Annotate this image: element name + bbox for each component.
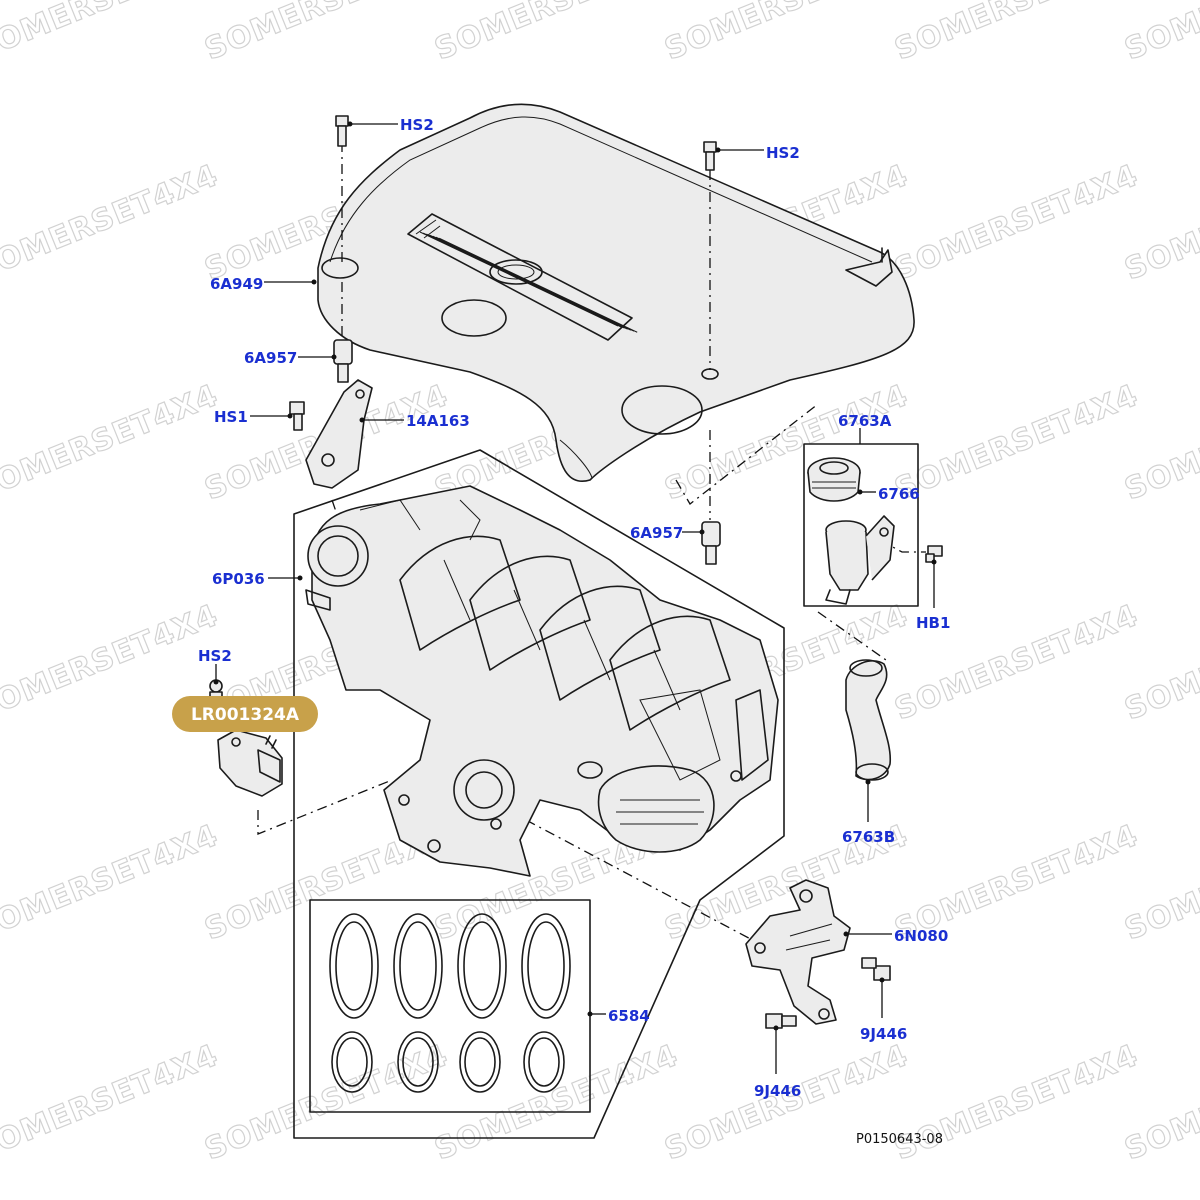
callout-6a957-upper[interactable]: 6A957 (244, 349, 297, 367)
callout-6a949[interactable]: 6A949 (210, 275, 263, 293)
watermark-text: SOMERSET4X4 (660, 1038, 913, 1167)
gasket-ring-small (459, 1031, 501, 1093)
gasket-ring-small (397, 1031, 439, 1093)
gasket-ring-small (331, 1031, 373, 1093)
watermark-text: SOMERSET4X4 (0, 818, 223, 947)
watermark-text: SOMERSET4X4 (0, 1038, 223, 1167)
engine-cover[interactable] (317, 103, 915, 482)
drawing-code: P0150643-08 (856, 1132, 943, 1147)
callout-hs2-top-left[interactable]: HS2 (400, 116, 434, 134)
callout-14a163[interactable]: 14A163 (406, 412, 470, 430)
watermark-text: SOMERSET4X4 (890, 158, 1143, 287)
bolt-hb1[interactable] (925, 545, 943, 563)
callout-9j446-left[interactable]: 9J446 (754, 1082, 801, 1100)
gasket-ring-large (329, 913, 379, 1019)
watermark-text: SOMERSET4X4 (1120, 0, 1200, 67)
gasket-ring-small (336, 1037, 368, 1087)
callout-hs1[interactable]: HS1 (214, 408, 248, 426)
callout-labels: HS2 HS2 6A949 6A957 HS1 14A163 6763A 676… (198, 116, 950, 1100)
map-sensor-lr001324a[interactable] (217, 729, 283, 797)
watermark-text: SOMERSET4X4 (890, 378, 1143, 507)
gasket-ring-large (463, 921, 501, 1011)
badge-part-number: LR001324A (191, 705, 300, 725)
callout-hs2-top-right[interactable]: HS2 (766, 144, 800, 162)
gasket-ring-small (402, 1037, 434, 1087)
watermark-text: SOMERSET4X4 (890, 1038, 1143, 1167)
callout-6a957-lower[interactable]: 6A957 (630, 524, 683, 542)
bolt-9j446-right[interactable] (861, 957, 891, 981)
callout-6766[interactable]: 6766 (878, 485, 920, 503)
callout-6584[interactable]: 6584 (608, 1007, 650, 1025)
stud-6a957-lower[interactable] (701, 521, 721, 565)
stud-6a957-upper[interactable] (333, 339, 353, 383)
callout-hs2-sensor[interactable]: HS2 (198, 647, 232, 665)
gasket-ring-large (393, 913, 443, 1019)
oil-filler-neck-6763a[interactable] (825, 515, 895, 605)
bolt-hs2-top-right[interactable] (703, 141, 717, 171)
part-number-badge[interactable]: LR001324A (172, 696, 318, 732)
watermark-text: SOMERSET4X4 (0, 378, 223, 507)
gasket-ring-large (457, 913, 507, 1019)
bracket-6n080[interactable] (745, 879, 851, 1025)
callout-9j446-right[interactable]: 9J446 (860, 1025, 907, 1043)
callout-6763a[interactable]: 6763A (838, 412, 892, 430)
watermark-text: SOMERSET4X4 (430, 0, 683, 67)
callout-6763b[interactable]: 6763B (842, 828, 895, 846)
callout-6p036[interactable]: 6P036 (212, 570, 265, 588)
watermark-text: SOMERSET4X4 (0, 158, 223, 287)
callout-6n080[interactable]: 6N080 (894, 927, 948, 945)
watermark-text: SOMERSET4X4 (0, 0, 223, 67)
watermark-text: SOMERSET4X4 (200, 1038, 453, 1167)
group-outlines (293, 443, 919, 1139)
bolt-hs1[interactable] (289, 401, 305, 431)
callout-hb1[interactable]: HB1 (916, 614, 950, 632)
watermark-text: SOMERSET4X4 (200, 0, 453, 67)
nameplate-rib (438, 237, 638, 333)
leader-lines (213, 121, 937, 1074)
bolt-9j446-left[interactable] (765, 1013, 797, 1029)
oil-filler-cap-6766[interactable] (807, 457, 861, 502)
breather-hose-6763b[interactable] (845, 659, 892, 781)
gasket-ring-small (523, 1031, 565, 1093)
gasket-ring-large (399, 921, 437, 1011)
bolt-hs2-top-left[interactable] (335, 115, 349, 147)
gasket-ring-small (528, 1037, 560, 1087)
gasket-ring-large (527, 921, 565, 1011)
gasket-ring-large (521, 913, 571, 1019)
gasket-set-6584[interactable] (309, 899, 591, 1113)
watermark-text: SOMERSET4X4 (430, 1038, 683, 1167)
gasket-ring-large (335, 921, 373, 1011)
intake-manifold[interactable] (305, 485, 779, 877)
watermark-text: SOMERSET4X4 (660, 0, 913, 67)
gasket-ring-small (464, 1037, 496, 1087)
watermark-text: SOMERSET4X4 (890, 0, 1143, 67)
